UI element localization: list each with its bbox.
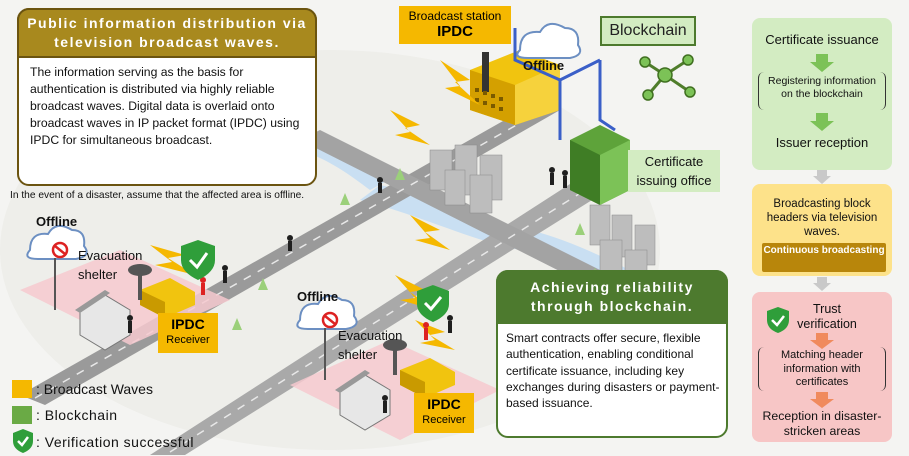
legend-blockchain-label: : Blockchain bbox=[36, 407, 118, 423]
offline-label-shelter-left: Offline bbox=[36, 214, 78, 229]
flow-green-arrow2-icon bbox=[810, 113, 834, 131]
reliability-title: Achieving reliability through blockchain… bbox=[530, 279, 694, 314]
reliability-body: Smart contracts offer secure, flexible a… bbox=[502, 328, 724, 434]
ipdc-receiver-left: IPDC Receiver bbox=[158, 313, 218, 353]
flow-yellow-highlight bbox=[762, 243, 886, 272]
flow-yellow-step2: Continuous broadcasting bbox=[763, 245, 885, 256]
broadcast-station-label: Broadcast station bbox=[408, 9, 502, 23]
flow-green-step2: Registering information on the blockchai… bbox=[768, 75, 876, 100]
flow-red-step3: Reception in disaster-stricken areas bbox=[762, 409, 882, 438]
flow-red-arrow2-icon bbox=[810, 392, 834, 408]
ipdc-receiver-right: IPDC Receiver bbox=[414, 393, 474, 433]
ipdc-receiver-left-name: IPDC bbox=[171, 316, 205, 332]
flow-red-step1: Trust verification bbox=[797, 302, 857, 331]
legend-broadcast-label: : Broadcast Waves bbox=[36, 381, 153, 397]
blockchain-label: Blockchain bbox=[600, 16, 696, 46]
legend-shield-icon bbox=[13, 429, 33, 453]
flow-green-step3: Issuer reception bbox=[775, 135, 869, 150]
broadcast-station-name: IPDC bbox=[437, 23, 473, 40]
ipdc-receiver-right-name: IPDC bbox=[427, 396, 461, 412]
broadcast-station-tag: Broadcast station IPDC bbox=[399, 6, 511, 44]
flow-red-step2: Matching header information with certifi… bbox=[781, 349, 863, 388]
trust-shield-icon bbox=[767, 307, 789, 333]
distribution-body: The information serving as the basis for… bbox=[24, 60, 312, 180]
flow-yellow-step1: Broadcasting block headers via televisio… bbox=[766, 198, 878, 238]
distribution-title: Public information distribution via tele… bbox=[27, 15, 307, 50]
flow-red-arrow1-icon bbox=[810, 333, 834, 349]
legend-blockchain-swatch bbox=[12, 406, 32, 424]
flow-green-bracket bbox=[758, 72, 886, 110]
flow-red-bracket bbox=[758, 347, 886, 391]
evacuation-shelter-right: Evacuation shelter bbox=[338, 328, 403, 362]
ipdc-receiver-left-sub: Receiver bbox=[166, 334, 210, 346]
flow-green-arrow1-icon bbox=[810, 54, 834, 72]
flow-green-step1: Certificate issuance bbox=[765, 32, 879, 47]
legend-verification-label: : Verification successful bbox=[36, 434, 195, 450]
flow-arrow-green-yellow-icon bbox=[813, 170, 831, 184]
ipdc-receiver-right-sub: Receiver bbox=[422, 414, 466, 426]
flow-arrow-yellow-red-icon bbox=[813, 277, 831, 291]
evacuation-shelter-left: Evacuation shelter bbox=[78, 248, 143, 282]
legend-broadcast-swatch bbox=[12, 380, 32, 398]
offline-label-shelter-right: Offline bbox=[297, 289, 339, 304]
offline-label-station: Offline bbox=[523, 58, 565, 73]
reliability-title-bar bbox=[496, 270, 728, 324]
flow-green-panel bbox=[752, 18, 892, 170]
certificate-office-label: Certificate issuing office bbox=[628, 150, 720, 192]
disaster-note: In the event of a disaster, assume that … bbox=[10, 190, 305, 201]
distribution-title-bar bbox=[17, 8, 317, 58]
